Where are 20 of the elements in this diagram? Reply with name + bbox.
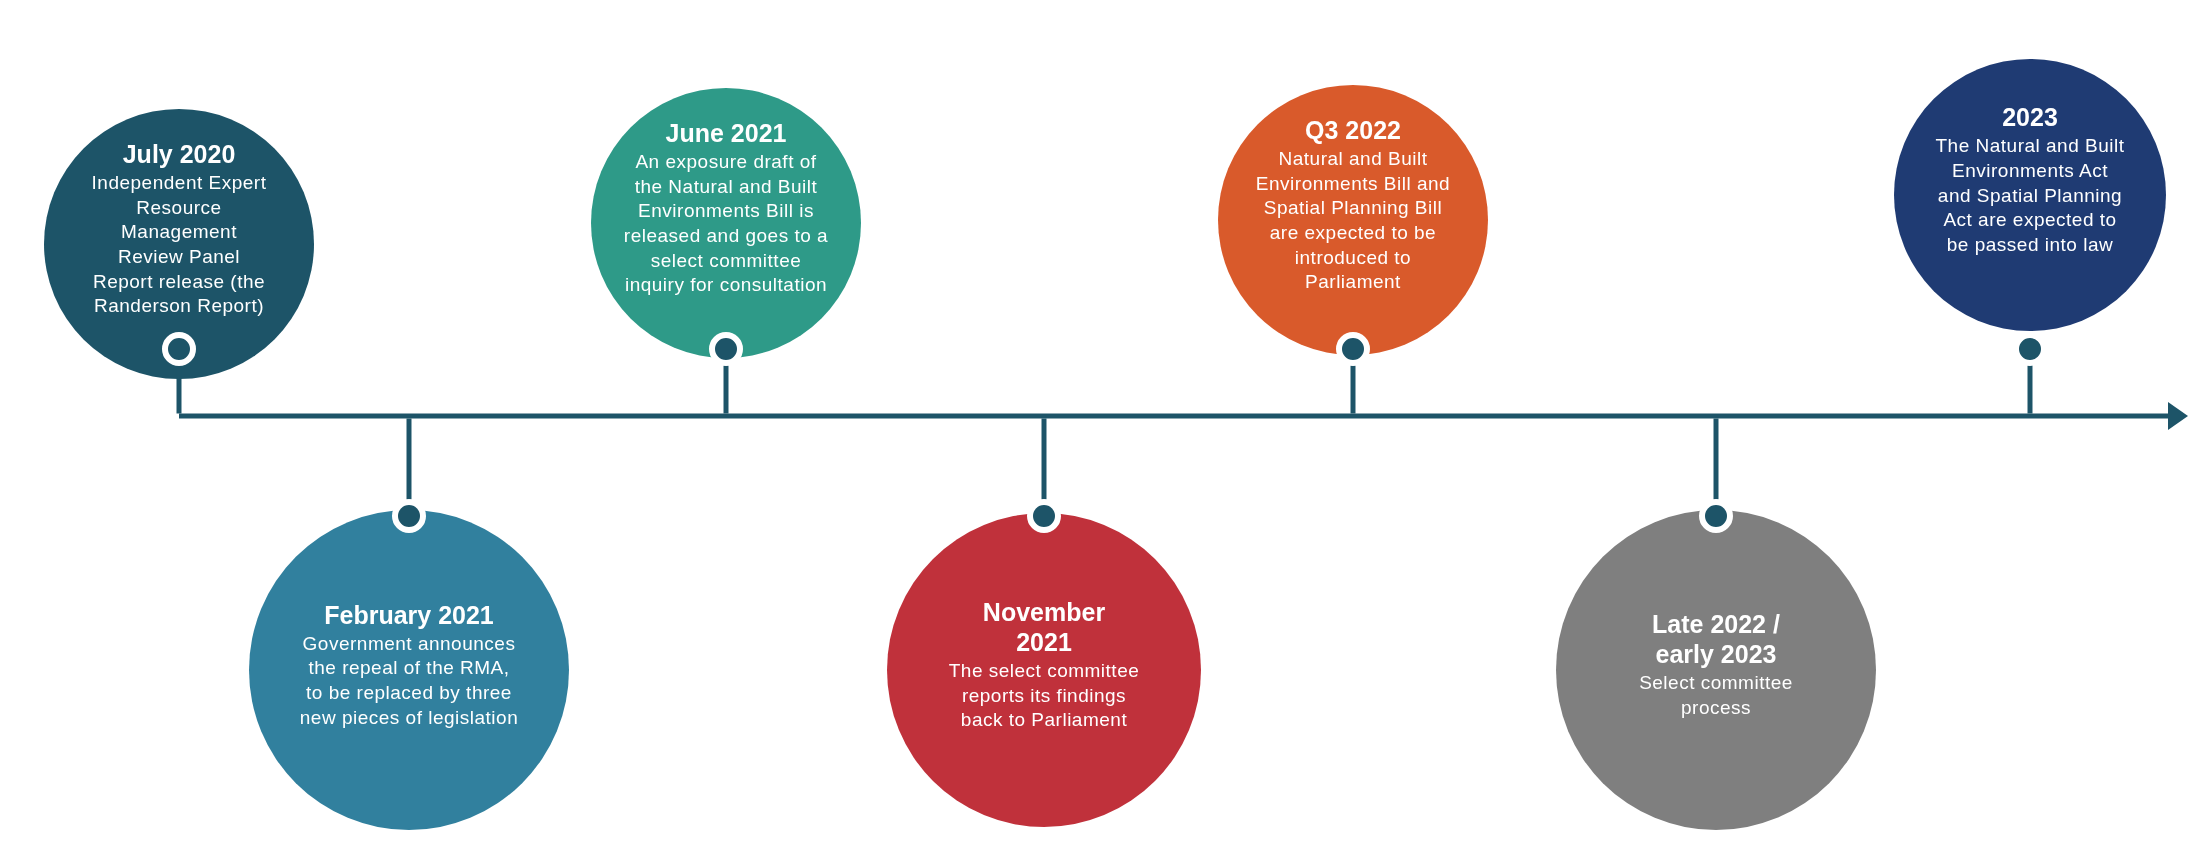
milestone-description: An exposure draft of the Natural and Built Environments Bill is released and goes to a select committee inquiry for consultation: [622, 149, 830, 298]
timeline-connector: [1027, 418, 1061, 533]
timeline-axis: [179, 402, 2188, 430]
timeline-connector: [1336, 332, 1370, 414]
timeline-connector: [709, 332, 743, 414]
milestone-description: Independent Expert Resource Management Review Panel Report release (the Randerson Report): [90, 170, 268, 319]
timeline-connector: [392, 418, 426, 533]
milestone-description: Natural and Built Environments Bill and Spatial Planning Bill are expected to be introduced to Parliament: [1254, 146, 1452, 295]
milestone-date: February 2021: [324, 599, 494, 630]
milestone-date: July 2020: [122, 138, 236, 169]
milestone-description: The Natural and Built Environments Act and Spatial Planning Act are expected to be passed into law: [1934, 134, 2126, 258]
milestone-date: November 2021: [981, 596, 1107, 657]
milestone-date: June 2021: [665, 117, 787, 148]
milestone-description: The select committee reports its findings back to Parliament: [947, 658, 1141, 733]
milestone-description: Government announces the repeal of the RMA, to be replaced by three new pieces of legislation: [299, 631, 519, 730]
milestone-description: Select committee process: [1638, 671, 1794, 720]
milestone-date: 2023: [2002, 102, 2058, 133]
milestone-date: Late 2022 / early 2023: [1651, 609, 1781, 670]
timeline-connector: [1699, 418, 1733, 533]
milestone-date: Q3 2022: [1305, 114, 1401, 145]
